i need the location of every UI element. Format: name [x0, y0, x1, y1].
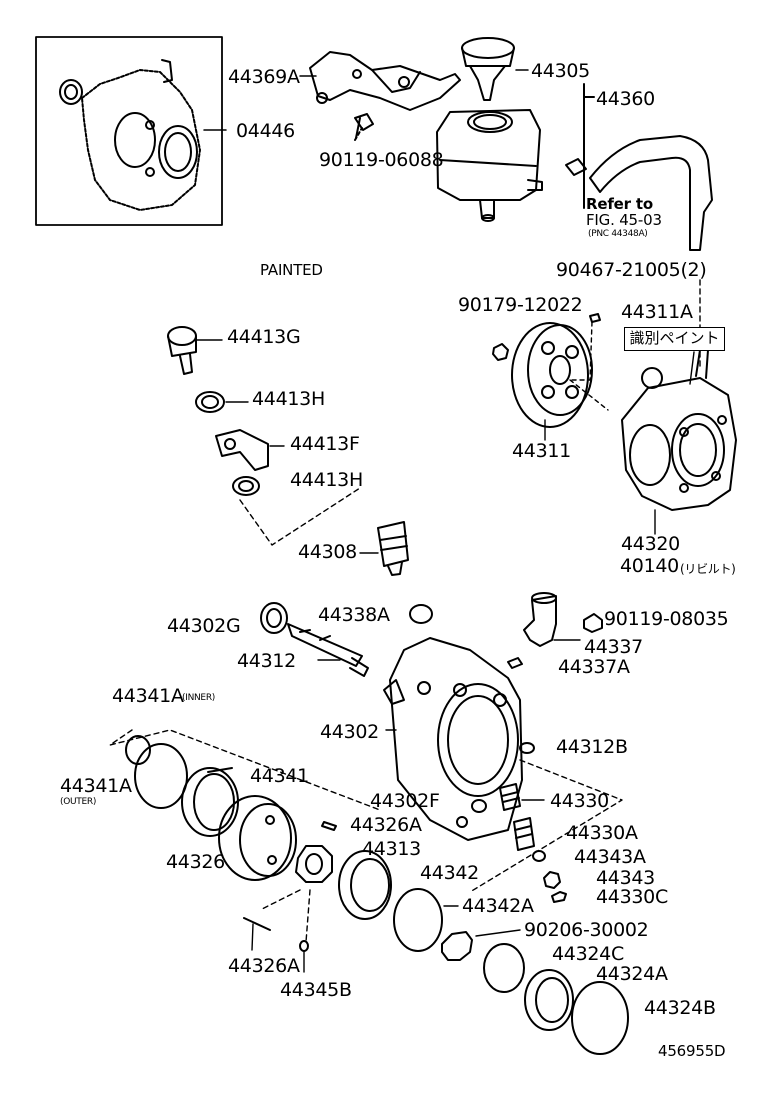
painted-note: PAINTED	[260, 261, 323, 279]
bolt-90119-08035	[583, 613, 603, 633]
clip-44330C	[551, 891, 567, 903]
o-ring-44324C	[483, 943, 525, 993]
pin-44326A	[321, 821, 337, 831]
nut-90179-12022	[492, 343, 509, 361]
part-44324B[interactable]: 44324B	[644, 997, 716, 1019]
inner-note: (INNER)	[182, 693, 215, 703]
o-ring-44343A	[532, 850, 546, 862]
pin-44345B	[299, 940, 309, 952]
seal-44312B	[519, 742, 535, 754]
part-44341[interactable]: 44341	[250, 765, 309, 787]
o-ring-44338A	[409, 604, 433, 624]
cam-ring-44326	[218, 795, 297, 881]
plug-44302F	[471, 799, 487, 813]
part-44341A-inner[interactable]: 44341A	[112, 685, 184, 707]
part-44337A[interactable]: 44337A	[558, 656, 630, 678]
part-44341A-outer[interactable]: 44341A	[60, 775, 132, 797]
snap-ring-44324B	[571, 981, 629, 1055]
pump-assembly-44320	[621, 349, 737, 535]
part-90119-08035[interactable]: 90119-08035	[604, 608, 729, 630]
reference-line-2[interactable]: FIG. 45-03	[586, 211, 662, 229]
part-44343A[interactable]: 44343A	[574, 846, 646, 868]
o-ring-44342A	[393, 888, 443, 952]
plate-44341	[181, 767, 239, 837]
part-44413G[interactable]: 44413G	[227, 326, 301, 348]
spring-44330A	[513, 817, 535, 851]
part-44302G[interactable]: 44302G	[167, 615, 241, 637]
o-ring-44337A	[507, 657, 523, 669]
part-44320[interactable]: 44320	[621, 533, 680, 555]
part-44369A[interactable]: 44369A	[228, 66, 300, 88]
plug-44343	[543, 871, 561, 889]
housing-44302	[383, 637, 523, 841]
part-44324A[interactable]: 44324A	[596, 963, 668, 985]
outer-note: (OUTER)	[60, 797, 97, 807]
part-44302[interactable]: 44302	[320, 721, 379, 743]
part-44326A-upper[interactable]: 44326A	[350, 814, 422, 836]
part-44330A[interactable]: 44330A	[566, 822, 638, 844]
part-44330C[interactable]: 44330C	[596, 886, 668, 908]
seal-44324A	[524, 969, 574, 1031]
rotor-44313	[295, 845, 333, 883]
valve-44330	[499, 783, 545, 811]
part-44312[interactable]: 44312	[237, 650, 296, 672]
bearing-44302G	[260, 602, 288, 634]
part-90206-30002[interactable]: 90206-30002	[524, 919, 649, 941]
o-ring-44341A-outer	[134, 743, 188, 809]
part-44360[interactable]: 44360	[596, 88, 655, 110]
inset-gasket-kit	[35, 36, 227, 226]
part-44413F[interactable]: 44413F	[290, 433, 360, 455]
bracket-44369A	[299, 51, 461, 111]
part-44308[interactable]: 44308	[298, 541, 357, 563]
part-44413H-upper[interactable]: 44413H	[252, 388, 325, 410]
shaft-44312	[287, 623, 369, 677]
plate-44342	[338, 850, 392, 920]
fitting-44337	[523, 592, 581, 647]
ident-paint-box: 識別ペイント	[624, 327, 725, 351]
fitting-44413F	[215, 429, 285, 471]
part-44326[interactable]: 44326	[166, 851, 225, 873]
part-44343[interactable]: 44343	[596, 867, 655, 889]
part-44345B[interactable]: 44345B	[280, 979, 352, 1001]
o-ring-44341A-inner	[125, 735, 151, 765]
figure-id: 456955D	[658, 1042, 726, 1060]
part-44330[interactable]: 44330	[550, 790, 609, 812]
inset-label: 04446	[236, 120, 295, 142]
part-40140[interactable]: 40140	[620, 555, 679, 577]
washer-44413H-upper	[195, 391, 249, 413]
part-44326A-lower[interactable]: 44326A	[228, 955, 300, 977]
washer-44413H-lower	[232, 476, 361, 546]
union-bolt-44413G	[167, 326, 223, 375]
reservoir-44360	[436, 83, 595, 222]
part-44313[interactable]: 44313	[362, 838, 421, 860]
part-44413H-lower[interactable]: 44413H	[290, 469, 363, 491]
part-44312B[interactable]: 44312B	[556, 736, 628, 758]
rebuilt-note: (リビルト)	[680, 562, 736, 576]
part-44342[interactable]: 44342	[420, 862, 479, 884]
part-44311[interactable]: 44311	[512, 440, 571, 462]
part-90467-21005[interactable]: 90467-21005(2)	[556, 259, 707, 281]
part-44337[interactable]: 44337	[584, 636, 643, 658]
part-44338A[interactable]: 44338A	[318, 604, 390, 626]
part-44342A[interactable]: 44342A	[462, 895, 534, 917]
part-44324C[interactable]: 44324C	[552, 943, 624, 965]
part-44302F[interactable]: 44302F	[370, 790, 440, 812]
snap-ring-90206-30002	[441, 929, 521, 961]
pulley-44311	[511, 322, 609, 441]
key-44311A	[571, 313, 601, 381]
part-44305[interactable]: 44305	[531, 60, 590, 82]
part-90179-12022[interactable]: 90179-12022	[458, 294, 583, 316]
reference-line-3: (PNC 44348A)	[588, 229, 648, 239]
hose-44348A	[589, 135, 713, 251]
cap-44305	[461, 37, 529, 101]
part-44311A[interactable]: 44311A	[621, 301, 693, 323]
valve-44308	[359, 521, 409, 576]
bolt-90119-06088	[354, 113, 374, 141]
part-90119-06088[interactable]: 90119-06088	[319, 149, 444, 171]
reference-line-1: Refer to	[586, 195, 653, 213]
